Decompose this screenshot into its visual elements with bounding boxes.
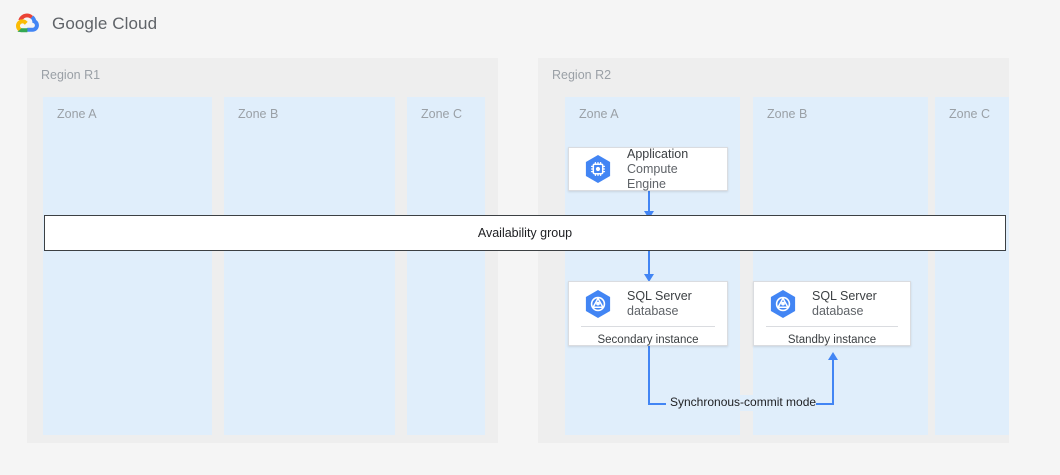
node-card-subtitle: database [812,304,864,318]
connector-sync-label-backdrop [666,395,816,411]
zone-label-r1-c: Zone C [421,107,462,121]
node-card-divider [766,326,898,327]
connector-ag-to-secondary-arrow-icon [644,274,654,282]
region-label-r2: Region R2 [552,68,612,82]
zone-box-r2-c: Zone C [935,97,1009,435]
sql-server-icon [581,287,615,321]
zone-label-r1-a: Zone A [57,107,97,121]
zone-label-r2-a: Zone A [579,107,619,121]
compute-engine-icon [581,152,615,186]
node-card-footer: Secondary instance [597,334,699,346]
node-card-footer: Standby instance [787,334,877,346]
connector-sync-arrow-icon [828,352,838,360]
google-cloud-wordmark: Google Cloud [52,14,158,33]
zone-box-r1-b: Zone B [224,97,395,435]
node-card-subtitle: database [627,304,679,318]
node-card-body: Application Compute Engine [569,147,727,192]
availability-group-bar: Availability group [44,215,1006,251]
region-label-r1: Region R1 [41,68,101,82]
node-card-sql-server-secondary[interactable]: SQL Server database Secondary instance [568,281,728,346]
node-card-subtitle: Compute Engine [627,161,678,191]
node-card-sql-server-standby[interactable]: SQL Server database Standby instance [753,281,911,346]
page-header: Google Cloud [0,0,1060,48]
connector-app-to-ag-line [648,190,650,213]
node-card-title: Application [627,146,689,161]
sql-server-icon [766,287,800,321]
node-card-title: SQL Server [812,289,877,303]
zone-box-r1-c: Zone C [407,97,485,435]
zone-label-r2-b: Zone B [767,107,808,121]
zone-label-r1-b: Zone B [238,107,279,121]
node-card-divider [581,326,715,327]
node-card-body: SQL Server database [569,282,727,326]
zone-box-r1-a: Zone A [43,97,212,435]
connector-sync-label: Synchronous-commit mode [670,395,817,409]
google-cloud-logo-icon [15,13,42,35]
node-card-body: SQL Server database [754,282,910,326]
node-card-text: Application Compute Engine [627,147,717,192]
availability-group-label: Availability group [477,226,573,240]
node-card-text: SQL Server database [812,289,877,319]
node-card-application-compute-engine[interactable]: Application Compute Engine [568,147,728,191]
connector-sync-right-segment [832,358,834,405]
node-card-title: SQL Server [627,289,692,303]
connector-sync-left-segment [648,346,650,405]
zone-label-r2-c: Zone C [949,107,990,121]
connector-ag-to-secondary-line [648,250,650,276]
node-card-text: SQL Server database [627,289,692,319]
zone-box-r2-b: Zone B [753,97,928,435]
